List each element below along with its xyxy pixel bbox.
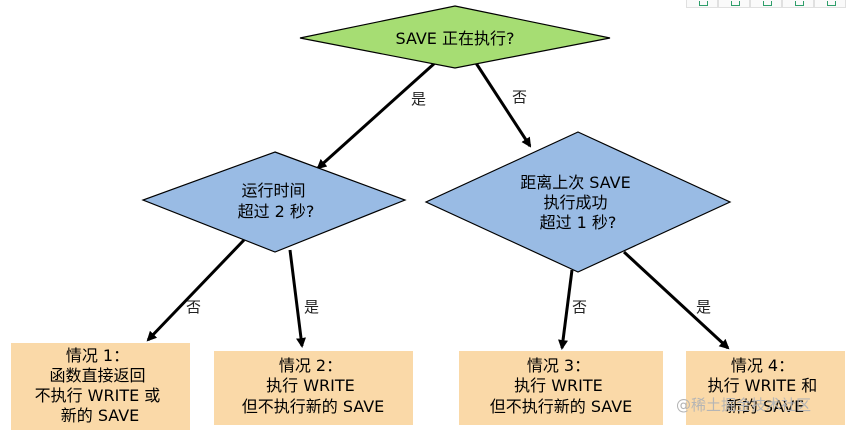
- outcome-box: [686, 351, 845, 425]
- edge-right-case3: 否: [558, 269, 587, 350]
- edge-root-left: 是: [316, 60, 438, 170]
- outcome-label: 情况 4： 执行 WRITE 和 新的 SAVE: [708, 356, 823, 416]
- watermark: @稀土掘金技术社区: [676, 396, 811, 414]
- decision-save-running: SAVE 正在执行?: [299, 5, 611, 69]
- edge-left-case1: 否: [146, 238, 246, 342]
- outcome-box: [214, 351, 413, 425]
- decision-label: 距离上次 SAVE 执行成功 超过 1 秒?: [520, 173, 636, 232]
- decision-runtime-over-2s: 运行时间 超过 2 秒?: [141, 151, 407, 253]
- zoom-icon[interactable]: [750, 0, 782, 8]
- outcome-case-4: 情况 4： 执行 WRITE 和 新的 SAVE: [686, 351, 845, 425]
- outcome-label: 情况 1： 函数直接返回 不执行 WRITE 或 新的 SAVE: [35, 346, 166, 425]
- decision-last-save-over-1s: 距离上次 SAVE 执行成功 超过 1 秒?: [424, 131, 732, 273]
- outcome-case-2: 情况 2： 执行 WRITE 但不执行新的 SAVE: [214, 351, 413, 425]
- edge-right-case4: 是: [622, 250, 730, 350]
- decision-label: SAVE 正在执行?: [395, 29, 514, 48]
- edge-label-right-case4: 是: [696, 298, 711, 316]
- edge-label-root-right: 否: [512, 88, 527, 106]
- decision-shape: [424, 131, 732, 273]
- decision-shape: [299, 5, 611, 69]
- edge-label-left-case2: 是: [304, 298, 319, 316]
- edge-left-case2: 是: [288, 249, 319, 348]
- decision-shape: [141, 151, 407, 253]
- edge-label-right-case3: 否: [572, 298, 587, 316]
- outcome-label: 情况 2： 执行 WRITE 但不执行新的 SAVE: [242, 356, 385, 416]
- outcome-case-3: 情况 3： 执行 WRITE 但不执行新的 SAVE: [459, 351, 663, 425]
- outcome-label: 情况 3： 执行 WRITE 但不执行新的 SAVE: [490, 356, 633, 416]
- copy-icon[interactable]: [686, 0, 718, 8]
- expand-icon[interactable]: [718, 0, 750, 8]
- edge-label-root-left: 是: [411, 90, 426, 108]
- outcome-box: [459, 351, 663, 425]
- window-icon[interactable]: [782, 0, 814, 8]
- more-icon[interactable]: [814, 0, 846, 8]
- decision-label: 运行时间 超过 2 秒?: [238, 181, 315, 221]
- edge-root-right: 否: [472, 59, 532, 148]
- edge-label-left-case1: 否: [186, 298, 201, 316]
- outcome-case-1: 情况 1： 函数直接返回 不执行 WRITE 或 新的 SAVE: [11, 343, 190, 430]
- diagram-toolbar: [686, 0, 852, 8]
- outcome-box: [11, 343, 190, 430]
